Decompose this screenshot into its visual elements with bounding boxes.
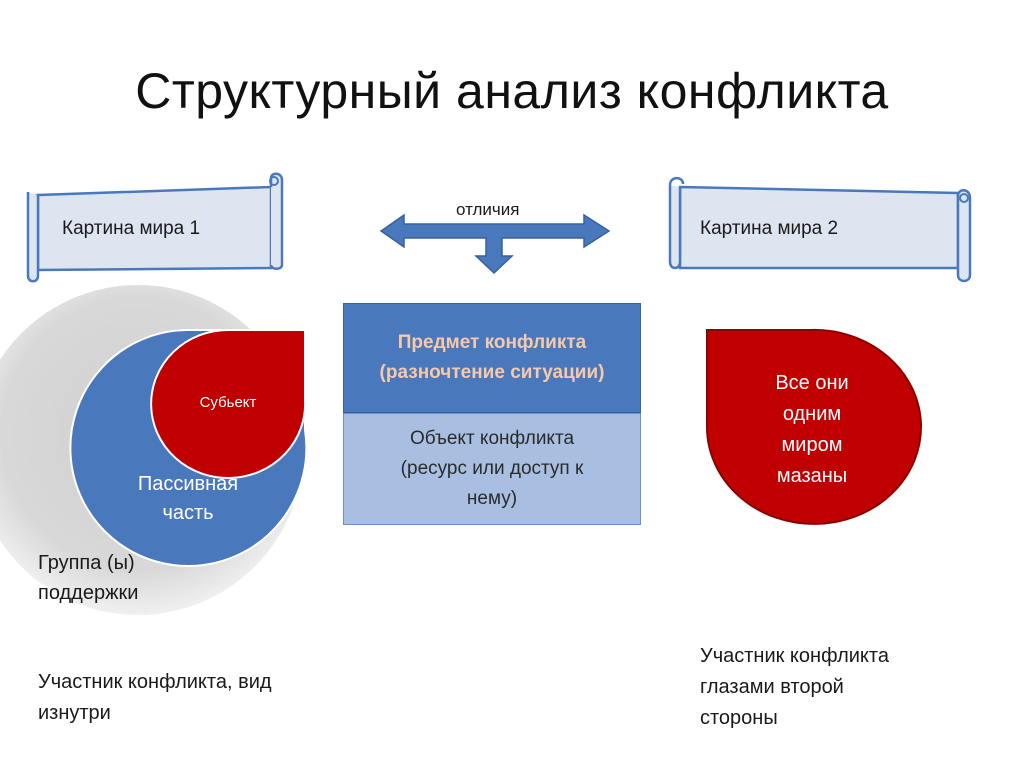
conflict-object-box: Объект конфликта (ресурс или доступ к не…	[343, 413, 641, 525]
differences-label: отличия	[456, 200, 520, 219]
left-scroll	[26, 172, 284, 283]
left-caption: Участник конфликта, вид изнутри	[38, 671, 272, 724]
conflict-subject-box: Предмет конфликта (разночтение ситуации)	[343, 303, 641, 413]
right-scroll	[668, 176, 972, 283]
right-caption: Участник конфликта глазами второй сторон…	[700, 645, 889, 729]
differences-arrow	[379, 213, 611, 275]
subject-box-line: Предмет конфликта	[397, 332, 587, 353]
subject-label: Субьект	[199, 394, 257, 411]
subject-shape	[150, 329, 307, 479]
object-box-line: (ресурс или доступ к	[400, 458, 584, 479]
right-shape-text: Все они одним миром мазаны	[775, 372, 849, 487]
subject-box-line: (разночтение ситуации)	[379, 362, 605, 383]
left-scroll-label: Картина мира 1	[62, 218, 201, 239]
support-group-label: Группа (ы) поддержки	[38, 552, 139, 604]
page-title: Структурный анализ конфликта	[135, 63, 889, 119]
object-box-line: нему)	[466, 488, 518, 509]
right-scroll-label: Картина мира 2	[700, 218, 839, 239]
passive-part-label: Пассивная часть	[137, 473, 239, 524]
right-participant-shape	[706, 328, 922, 525]
object-box-line: Объект конфликта	[409, 428, 575, 449]
